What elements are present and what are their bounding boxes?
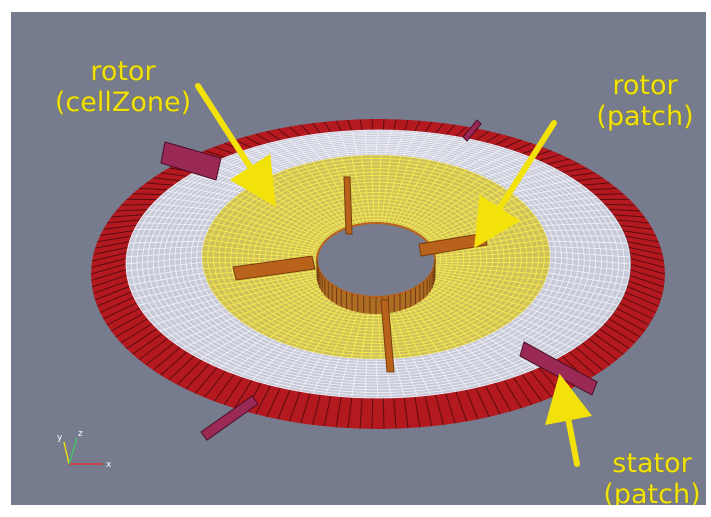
svg-text:z: z (78, 429, 83, 439)
rotor-cellzone-label-line1: rotor (90, 56, 156, 87)
rotor-patch-label-line2: (patch) (596, 101, 694, 132)
orientation-triad-icon: x y z (57, 429, 112, 470)
stator-patch-label: stator (patch) (591, 448, 706, 505)
stator-patch-label-line2: (patch) (603, 479, 701, 505)
stator-patch-label-line1: stator (612, 448, 692, 479)
rotor-patch-label-line1: rotor (612, 70, 678, 101)
annotation-arrows (195, 83, 593, 467)
rotor-cellzone-label: rotor (cellZone) (39, 56, 207, 118)
render-viewport[interactable]: x y z rotor (cellZone) rotor (patch) sta… (11, 12, 706, 505)
mesh-scene: x y z (11, 12, 706, 505)
svg-text:y: y (57, 433, 63, 443)
rotor-cellzone-label-line2: (cellZone) (54, 87, 192, 118)
rotor-patch-label: rotor (patch) (586, 70, 704, 132)
rotor-hub (316, 222, 436, 314)
svg-text:x: x (106, 460, 112, 470)
